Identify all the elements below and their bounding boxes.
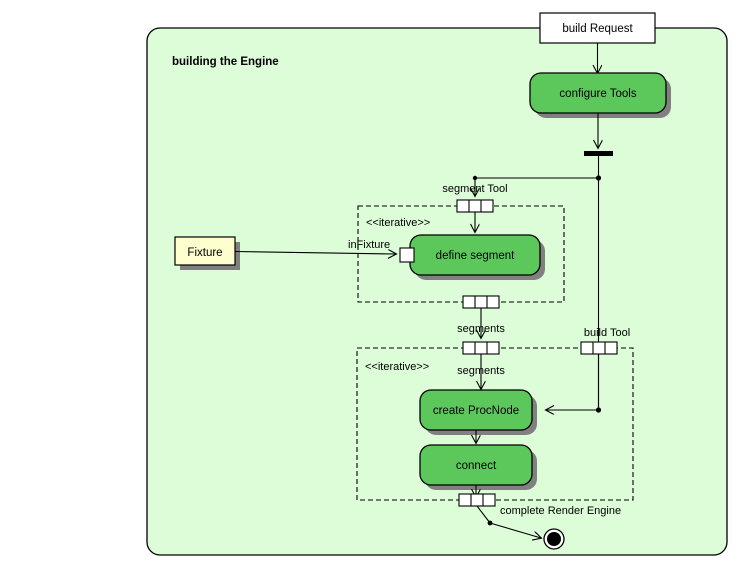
create-procnode-label: create ProcNode <box>433 405 519 417</box>
edge-pin-to-elbow <box>476 505 491 524</box>
build-request-label: build Request <box>562 23 633 35</box>
segment-tool-pin-label: segment Tool <box>442 183 507 195</box>
configure-tools-label: configure Tools <box>559 88 636 100</box>
activity-frame <box>146 27 728 556</box>
fixture-label: Fixture <box>187 247 222 259</box>
configure-tools-node[interactable]: configure Tools <box>529 72 671 118</box>
input-pin-in-fixture[interactable] <box>399 247 415 263</box>
edge-to-final-node <box>489 522 541 538</box>
connect-label: connect <box>456 460 497 472</box>
fork-bar <box>584 151 613 156</box>
in-fixture-label: inFixture <box>348 239 390 251</box>
expansion-pin-build-tool[interactable] <box>580 341 618 355</box>
procnode-region-stereotype: <<iterative>> <box>365 361 429 373</box>
define-segment-node[interactable]: define segment <box>409 234 545 280</box>
create-procnode-node[interactable]: create ProcNode <box>419 389 537 435</box>
build-tool-label: build Tool <box>584 327 630 339</box>
connect-node[interactable]: connect <box>419 444 537 490</box>
final-node[interactable] <box>543 528 565 550</box>
junction-dot-fork <box>595 175 602 181</box>
expansion-pin-segments-out[interactable] <box>462 295 500 309</box>
expansion-pin-segment-tool[interactable] <box>456 199 494 213</box>
frame-title: building the Engine <box>172 56 279 68</box>
expansion-pin-segments-in[interactable] <box>462 341 500 355</box>
segment-expansion-region <box>357 205 565 303</box>
complete-render-engine-label: complete Render Engine <box>500 505 621 517</box>
define-segment-label: define segment <box>436 250 515 262</box>
fixture-node[interactable]: Fixture <box>174 236 240 270</box>
edge-fixture-to-define-segment <box>234 252 396 255</box>
expansion-pin-complete-render-engine[interactable] <box>458 493 496 507</box>
build-request-node[interactable]: build Request <box>539 12 656 44</box>
segment-region-stereotype: <<iterative>> <box>366 217 430 229</box>
